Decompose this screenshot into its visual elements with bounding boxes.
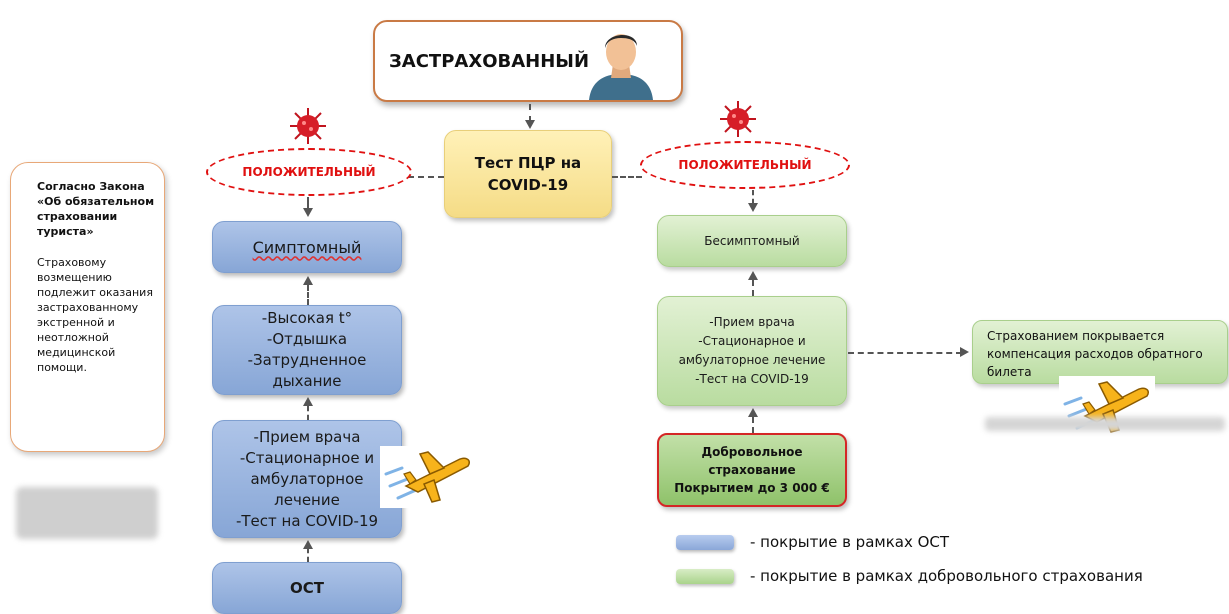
arrow-voluntary-treatment (752, 417, 754, 433)
arrow-treatment-symptoms (307, 406, 309, 420)
treatment-box-right: -Прием врача -Стационарное и амбулаторно… (657, 296, 847, 406)
legend-item-voluntary: - покрытие в рамках добровольного страхо… (676, 566, 1143, 586)
pcr-test-line2: COVID-19 (487, 176, 569, 194)
asymptomatic-box: Бесимптомный (657, 215, 847, 267)
arrow-oval-asymptomatic (752, 190, 754, 204)
person-icon (589, 34, 653, 100)
arrow-oval-symptomatic (307, 197, 309, 209)
arrow-insured-test (529, 104, 531, 122)
law-title: Согласно Закона «Об обязательном страхов… (37, 180, 155, 238)
pcr-test-line1: Тест ПЦР на (474, 154, 582, 172)
connector-left (408, 176, 444, 178)
arrow-head (303, 208, 313, 217)
arrow-treatment-compensation (848, 352, 962, 354)
symptoms-box: -Высокая t° -Отдышка -Затрудненное дыхан… (212, 305, 402, 395)
ost-box: ОСТ (212, 562, 402, 614)
arrow-head (748, 271, 758, 280)
insured-title: ЗАСТРАХОВАННЫЙ (389, 51, 590, 72)
virus-icon (720, 101, 756, 137)
positive-oval-right: ПОЛОЖИТЕЛЬНЫЙ (640, 141, 850, 189)
arrow-head (748, 408, 758, 417)
compensation-box: Страхованием покрывается компенсация рас… (972, 320, 1228, 384)
arrow-head (303, 276, 313, 285)
arrow-head (303, 540, 313, 549)
symptomatic-box: Симптомный (212, 221, 402, 273)
legend-label-ost: - покрытие в рамках ОСТ (750, 533, 950, 551)
airplane-icon (380, 446, 476, 508)
legend-swatch-voluntary (676, 568, 734, 584)
arrow-head (303, 397, 313, 406)
legend-swatch-ost (676, 534, 734, 550)
treatment-box-left: -Прием врача -Стационарное и амбулаторно… (212, 420, 402, 538)
virus-icon (290, 108, 326, 144)
legend-item-ost: - покрытие в рамках ОСТ (676, 532, 949, 552)
symptomatic-label: Симптомный (252, 237, 362, 257)
positive-oval-left: ПОЛОЖИТЕЛЬНЫЙ (206, 148, 412, 196)
connector-right (612, 176, 642, 178)
pcr-test-box: Тест ПЦР на COVID-19 (444, 130, 612, 218)
arrow-treatment-asymptomatic (752, 280, 754, 296)
voluntary-insurance-box: Добровольное страхование Покрытием до 3 … (657, 433, 847, 507)
law-note-card: Согласно Закона «Об обязательном страхов… (10, 162, 165, 452)
blurred-placeholder-right (985, 417, 1225, 431)
legend: - покрытие в рамках ОСТ - покрытие в рам… (676, 532, 1216, 592)
arrow-ost-treatment (307, 548, 309, 562)
law-body: Страховому возмещению подлежит оказания … (37, 256, 153, 374)
arrow-head (525, 120, 535, 129)
arrow-head (960, 347, 969, 357)
arrow-head (748, 203, 758, 212)
legend-label-voluntary: - покрытие в рамках добровольного страхо… (750, 567, 1143, 585)
insured-box: ЗАСТРАХОВАННЫЙ (373, 20, 683, 102)
blurred-placeholder-left (16, 487, 158, 539)
compensation-text: Страхованием покрывается компенсация рас… (987, 329, 1203, 379)
arrow-symptoms-symptomatic (307, 285, 309, 305)
